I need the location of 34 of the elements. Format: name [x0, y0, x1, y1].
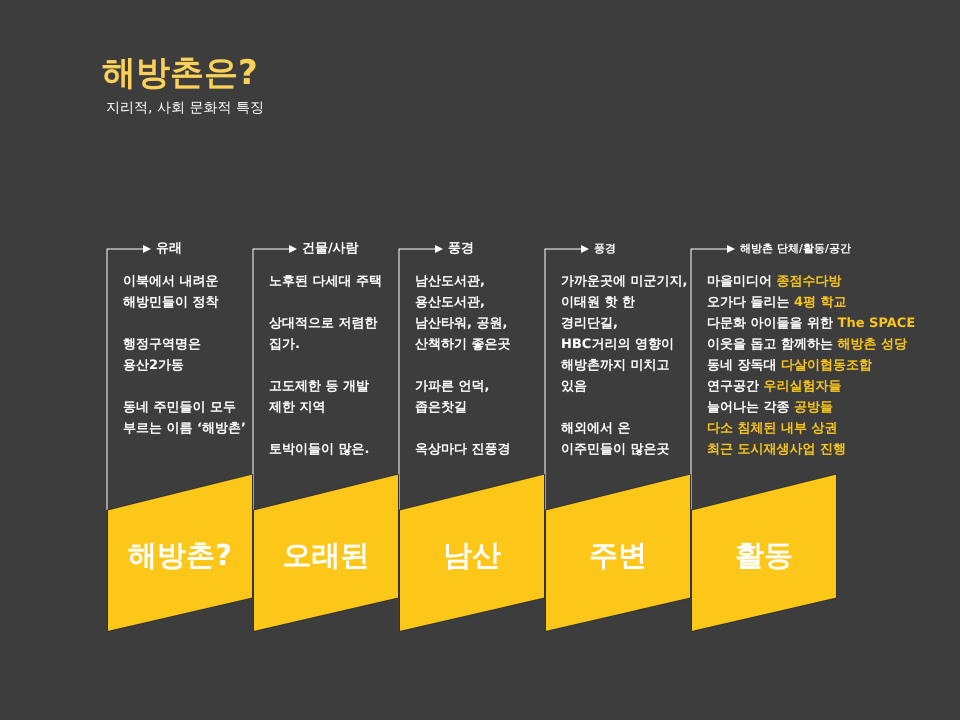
body-text: 이웃을 돕고 함께하는 해방촌 성당	[707, 336, 908, 354]
body-text: 가까운곳에 미군기지, 이태원 핫 한 경리단길, HBC거리의 영향이 해방촌까지 미치고 있음	[561, 273, 688, 396]
body-text: 행정구역명은 용산2가동	[123, 336, 202, 375]
block-title: 오래된	[282, 537, 370, 574]
body-text: 옥상마다 진풍경	[415, 441, 512, 459]
body-text: 다문화 아이들을 위한 The SPACE	[707, 315, 916, 333]
block-title: 해방촌?	[127, 537, 233, 574]
block-title: 활동	[734, 537, 794, 574]
body-text: 고도제한 등 개발 제한 지역	[269, 378, 370, 417]
body-text: 이북에서 내려운 해방민들이 정착	[123, 273, 220, 312]
body-text: 다소 침체된 내부 상권	[707, 420, 839, 438]
body-text: 오가다 들리는 4평 학교	[707, 294, 848, 312]
arrow	[106, 245, 151, 510]
body-text: 남산도서관, 용산도서관, 남산타워, 공원, 산책하기 좋은곳	[415, 273, 512, 354]
body-text: 동네 주민들이 모두 부르는 이름 ‘해방촌’	[123, 399, 247, 438]
body-text: 최근 도시재생사업 진행	[707, 441, 848, 459]
body-text: 토박이들이 많은.	[269, 441, 370, 459]
column-heading: 해방촌 단체/활동/공간	[734, 240, 851, 258]
subtitle: 지리적, 사회 문화적 특징	[106, 99, 264, 117]
body-text: 마을미디어 종점수다방	[707, 273, 843, 291]
page-title: 해방촌은?	[102, 52, 258, 95]
body-text: 늘어나는 각종 공방들	[707, 399, 834, 417]
body-text: 가파른 언덕, 좁은찻길	[415, 378, 490, 417]
block-title: 남산	[442, 537, 502, 574]
block-title: 주변	[588, 537, 648, 574]
body-text: 상대적으로 저렴한 집가.	[269, 315, 379, 354]
column-heading: 건물/사람	[296, 240, 359, 258]
body-text: 해외에서 온 이주민들이 많은곳	[561, 420, 671, 459]
body-text: 연구공간 우리실험자들	[707, 378, 843, 396]
body-text: 동네 장독대 다살이협동조합	[707, 357, 874, 375]
column-heading: 풍경	[588, 240, 616, 258]
body-text: 노후된 다세대 주택	[269, 273, 384, 291]
column-heading: 풍경	[442, 240, 474, 258]
column-heading: 유래	[150, 240, 182, 258]
